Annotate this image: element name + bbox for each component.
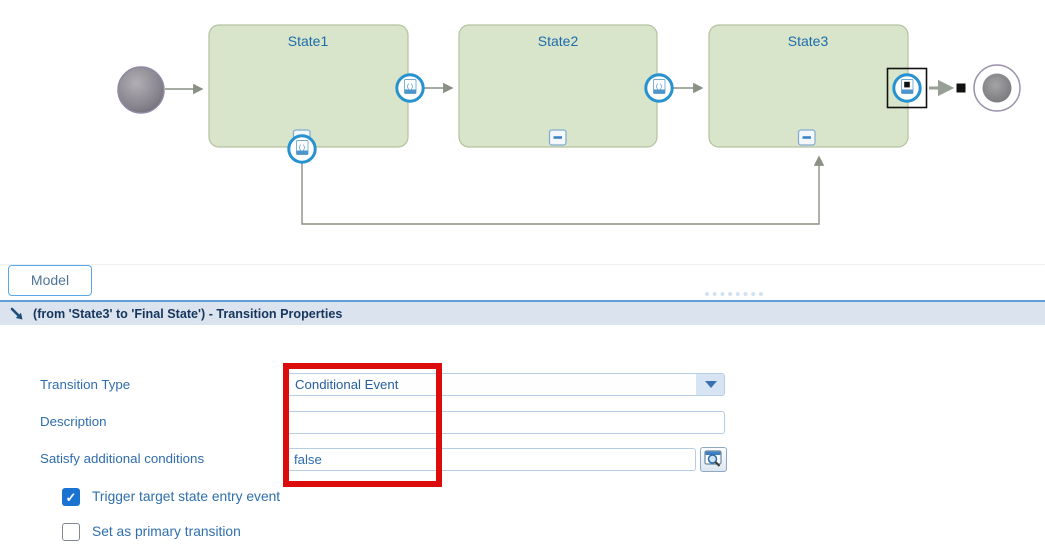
state1-title: State1 xyxy=(288,33,329,49)
dropdown-arrow-button[interactable] xyxy=(696,374,724,395)
tab-model-label: Model xyxy=(30,272,70,288)
svg-text:( ): ( ) xyxy=(656,83,662,90)
selection-endpoint-handle[interactable] xyxy=(956,83,966,93)
transition-loop-state1-to-state3[interactable] xyxy=(301,155,825,225)
conditional-event-icon-state1-right[interactable]: ( ) xyxy=(395,73,425,103)
state-node-state2[interactable]: State2 xyxy=(458,24,658,148)
state-node-state3[interactable]: State3 xyxy=(708,24,909,148)
transition-type-label: Transition Type xyxy=(40,377,131,392)
selected-conditional-event-icon-state3[interactable] xyxy=(886,67,928,109)
expression-browse-button[interactable] xyxy=(700,447,727,472)
tab-strip-divider xyxy=(0,264,1045,265)
state-machine-canvas[interactable]: State1 State2 State3 ( ) xyxy=(0,0,1045,262)
state2-title: State2 xyxy=(538,33,579,49)
trigger-entry-event-label: Trigger target state entry event xyxy=(92,489,281,504)
svg-text:( ): ( ) xyxy=(407,83,413,90)
properties-header-bar: (from 'State3' to 'Final State') - Trans… xyxy=(0,300,1045,325)
satisfy-conditions-input[interactable] xyxy=(287,448,696,471)
final-state-node[interactable] xyxy=(973,64,1021,112)
transition-arrow-icon xyxy=(10,307,23,319)
satisfy-conditions-label: Satisfy additional conditions xyxy=(40,451,205,466)
lookup-window-icon xyxy=(704,450,722,467)
selection-box xyxy=(886,67,928,109)
trigger-entry-event-checkbox[interactable]: ✓ xyxy=(62,488,80,506)
state-node-state1[interactable]: State1 xyxy=(208,24,409,148)
properties-panel-title: (from 'State3' to 'Final State') - Trans… xyxy=(33,306,343,321)
collapse-minus-icon-state2[interactable] xyxy=(548,129,567,146)
scroll-dots-artifact xyxy=(705,292,763,296)
tab-model[interactable]: Model xyxy=(8,265,92,296)
state3-title: State3 xyxy=(788,33,829,49)
description-input[interactable] xyxy=(287,411,725,434)
primary-transition-checkbox[interactable] xyxy=(62,523,80,541)
collapse-minus-icon-state3[interactable] xyxy=(797,129,816,146)
transition-type-dropdown[interactable]: Conditional Event xyxy=(287,373,725,396)
conditional-event-icon-state1-bottom[interactable]: ( ) xyxy=(287,134,317,164)
description-label: Description xyxy=(40,414,107,429)
conditional-event-icon-state2-right[interactable]: ( ) xyxy=(644,73,674,103)
transition-type-value: Conditional Event xyxy=(295,377,399,392)
primary-transition-label: Set as primary transition xyxy=(92,524,241,539)
chevron-down-icon xyxy=(705,381,717,388)
svg-text:( ): ( ) xyxy=(299,144,305,151)
start-node[interactable] xyxy=(117,66,165,114)
checkmark-icon: ✓ xyxy=(65,489,77,505)
